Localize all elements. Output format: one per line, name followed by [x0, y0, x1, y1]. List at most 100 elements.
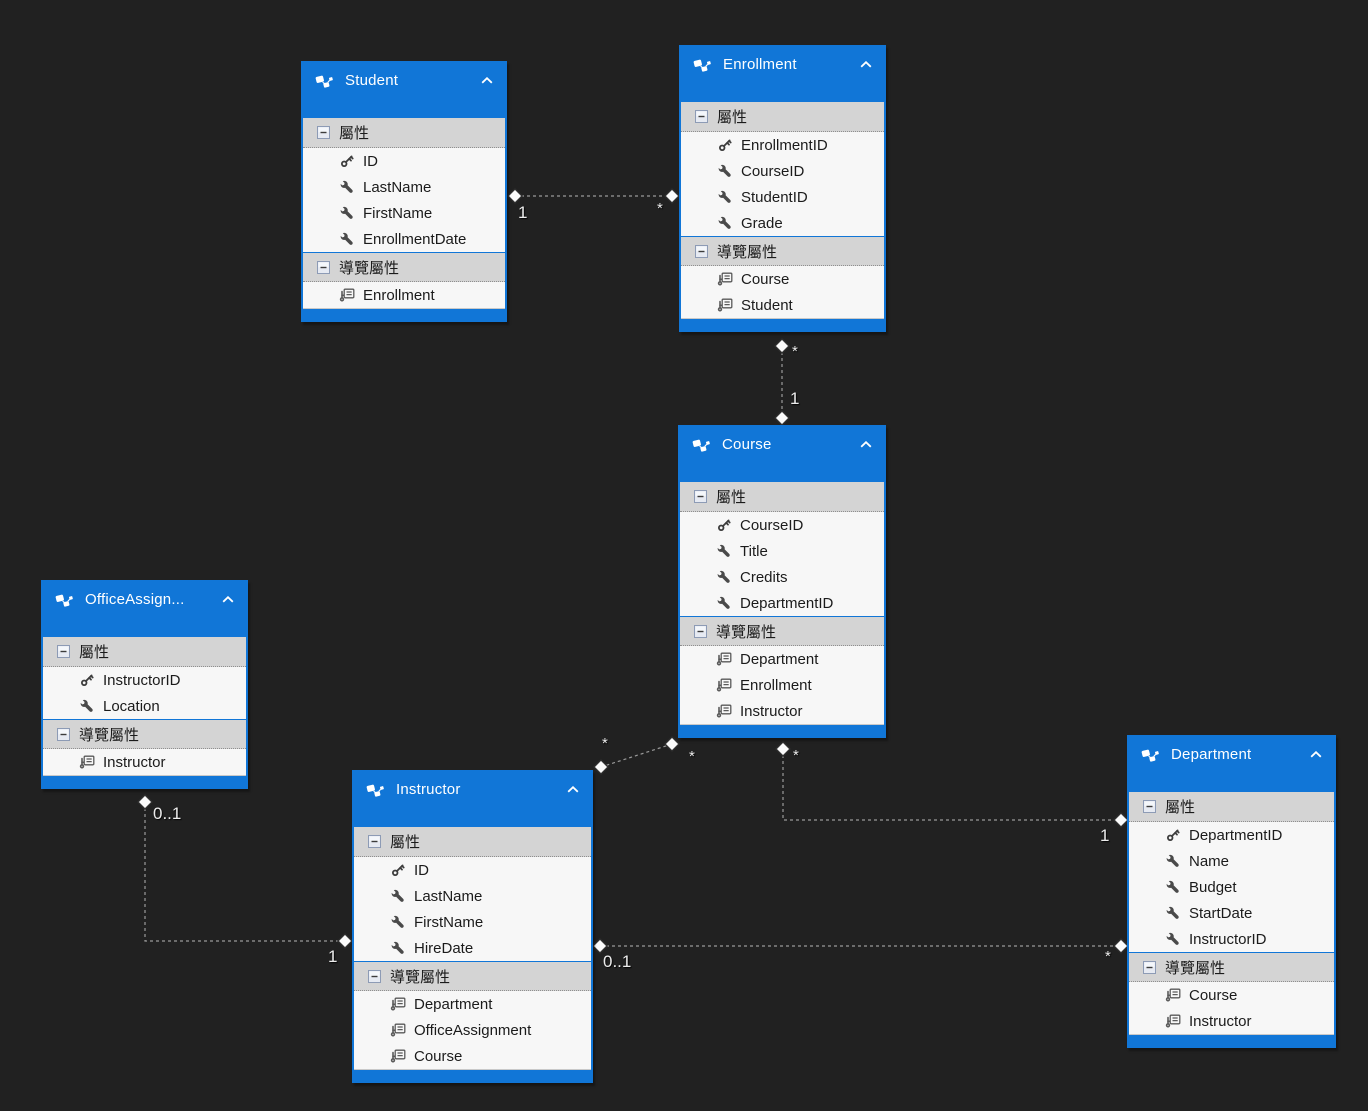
connector-enrollment-course[interactable] [774, 338, 790, 426]
chevron-up-icon[interactable] [481, 77, 493, 84]
entity-header[interactable]: Enrollment [681, 47, 884, 102]
row-label: FirstName [414, 913, 484, 931]
property-row[interactable]: Name [1129, 848, 1334, 874]
multiplicity-label: * [792, 343, 798, 360]
connector-endpoint-diamond[interactable] [337, 933, 353, 949]
collapse-box-icon[interactable] [695, 110, 708, 123]
row-label: Department [414, 995, 493, 1013]
property-row[interactable]: DepartmentID [680, 590, 884, 616]
property-row[interactable]: DepartmentID [1129, 822, 1334, 848]
collapse-box-icon[interactable] [1143, 960, 1156, 974]
section-label: 屬性 [390, 834, 421, 851]
collapse-box-icon[interactable] [694, 490, 707, 503]
property-row[interactable]: Budget [1129, 874, 1334, 900]
navigation-property-row[interactable]: Instructor [680, 698, 884, 724]
navigation-property-row[interactable]: Enrollment [680, 672, 884, 698]
property-row[interactable]: StartDate [1129, 900, 1334, 926]
multiplicity-label: 1 [328, 947, 338, 966]
navigation-property-row[interactable]: Instructor [1129, 1008, 1334, 1034]
navigation-property-row[interactable]: Course [681, 266, 884, 292]
entity-header[interactable]: Course [680, 427, 884, 482]
row-label: LastName [363, 178, 432, 196]
navigation-property-row[interactable]: Course [354, 1043, 591, 1069]
navigation-property-row[interactable]: OfficeAssignment [354, 1017, 591, 1043]
row-label: InstructorID [1189, 930, 1267, 948]
property-row[interactable]: EnrollmentID [681, 132, 884, 158]
property-row[interactable]: ID [303, 148, 505, 174]
association-line[interactable] [782, 749, 1121, 821]
property-row[interactable]: InstructorID [43, 667, 246, 693]
connector-endpoint-diamond[interactable] [137, 794, 153, 810]
collapse-box-icon[interactable] [317, 126, 330, 139]
property-row[interactable]: LastName [354, 883, 591, 909]
property-row[interactable]: Grade [681, 210, 884, 236]
entity-header[interactable]: Instructor [354, 772, 591, 827]
row-label: StudentID [741, 188, 808, 206]
collapse-box-icon[interactable] [368, 969, 381, 983]
connector-instructor-department[interactable] [592, 938, 1129, 954]
multiplicity-label: 1 [790, 389, 800, 408]
property-icon [1165, 932, 1181, 946]
collapse-box-icon[interactable] [695, 244, 708, 258]
chevron-up-icon[interactable] [222, 596, 234, 603]
collapse-box-icon[interactable] [57, 727, 70, 741]
property-row[interactable]: EnrollmentDate [303, 226, 505, 252]
property-row[interactable]: Title [680, 538, 884, 564]
property-row[interactable]: ID [354, 857, 591, 883]
association-line[interactable] [600, 743, 673, 768]
section-label: 屬性 [716, 489, 747, 506]
chevron-up-icon[interactable] [1310, 751, 1322, 758]
connector-endpoint-diamond[interactable] [592, 938, 608, 954]
property-row[interactable]: InstructorID [1129, 926, 1334, 952]
property-row[interactable]: CourseID [681, 158, 884, 184]
connector-course-department[interactable] [775, 741, 1129, 828]
connector-endpoint-diamond[interactable] [1113, 812, 1129, 828]
navigation-property-row[interactable]: Course [1129, 982, 1334, 1008]
connector-endpoint-diamond[interactable] [775, 741, 791, 757]
property-row[interactable]: Location [43, 693, 246, 719]
collapse-box-icon[interactable] [317, 260, 330, 274]
navigation-property-row[interactable]: Department [354, 991, 591, 1017]
property-row[interactable]: CourseID [680, 512, 884, 538]
row-label: InstructorID [103, 671, 181, 689]
chevron-up-icon[interactable] [860, 61, 872, 68]
connector-endpoint-diamond[interactable] [1113, 938, 1129, 954]
collapse-box-icon[interactable] [1143, 800, 1156, 813]
property-icon [717, 190, 733, 204]
entity-header[interactable]: Department [1129, 737, 1334, 792]
property-row[interactable]: LastName [303, 174, 505, 200]
property-row[interactable]: Credits [680, 564, 884, 590]
connector-endpoint-diamond[interactable] [507, 188, 523, 204]
chevron-up-icon[interactable] [860, 441, 872, 448]
entity-header[interactable]: OfficeAssign... [43, 582, 246, 637]
collapse-box-icon[interactable] [368, 835, 381, 848]
navigation-property-row[interactable]: Student [681, 292, 884, 318]
connector-endpoint-diamond[interactable] [664, 736, 680, 752]
property-row[interactable]: FirstName [354, 909, 591, 935]
connector-endpoint-diamond[interactable] [664, 188, 680, 204]
navigation-property-row[interactable]: Instructor [43, 749, 246, 775]
entity-footer [43, 775, 246, 787]
navigation-property-row[interactable]: Enrollment [303, 282, 505, 308]
connector-endpoint-diamond[interactable] [593, 759, 609, 775]
connector-endpoint-diamond[interactable] [774, 338, 790, 354]
collapse-box-icon[interactable] [57, 645, 70, 658]
row-label: CourseID [740, 516, 804, 534]
property-row[interactable]: FirstName [303, 200, 505, 226]
collapse-box-icon[interactable] [694, 624, 707, 638]
connector-student-enrollment[interactable] [507, 188, 680, 204]
entity-header[interactable]: Student [303, 63, 505, 118]
chevron-up-icon[interactable] [567, 786, 579, 793]
navigation-property-row[interactable]: Department [680, 646, 884, 672]
property-icon [1165, 880, 1181, 894]
property-row[interactable]: StudentID [681, 184, 884, 210]
connector-endpoint-diamond[interactable] [774, 410, 790, 426]
property-row[interactable]: HireDate [354, 935, 591, 961]
